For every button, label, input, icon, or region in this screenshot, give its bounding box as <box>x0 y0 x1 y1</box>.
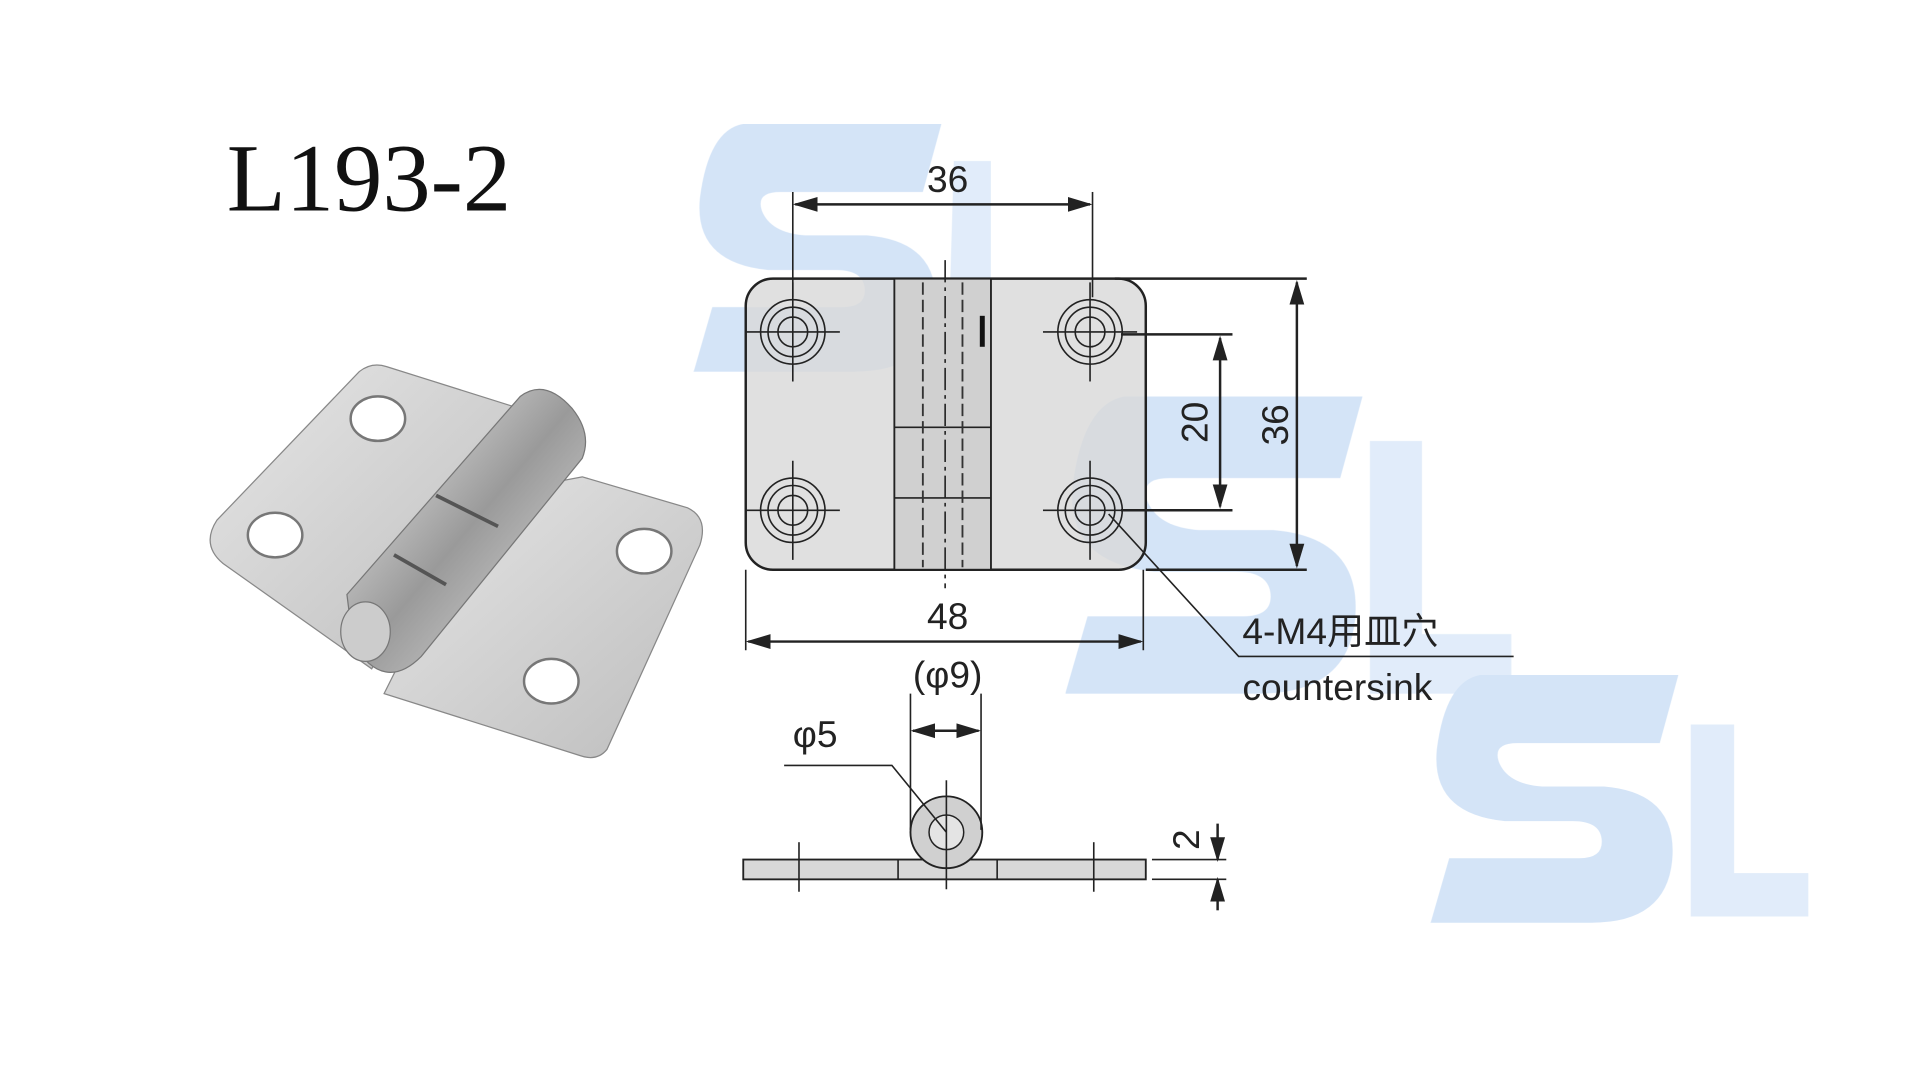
hole-note-jp: 4-M4用皿穴 <box>1242 610 1438 652</box>
side-view-drawing: φ5 2 <box>742 693 1227 911</box>
hinge-photo <box>209 364 704 759</box>
product-code: L193-2 <box>227 125 511 232</box>
dim-thickness: 2 <box>1165 829 1207 850</box>
dim-width: 48 <box>927 595 968 637</box>
hole-note-en: countersink <box>1242 666 1432 708</box>
dim-height: 36 <box>1254 404 1296 445</box>
dim-knuckle-diameter: (φ9) <box>913 653 982 695</box>
front-view-drawing: 36 36 20 48 (φ9) 4-M4用皿穴 countersink <box>744 158 1514 708</box>
dim-hole-spacing-vertical: 20 <box>1174 402 1216 443</box>
dim-pin-diameter: φ5 <box>793 713 838 755</box>
dim-hole-spacing-horizontal: 36 <box>927 158 968 200</box>
